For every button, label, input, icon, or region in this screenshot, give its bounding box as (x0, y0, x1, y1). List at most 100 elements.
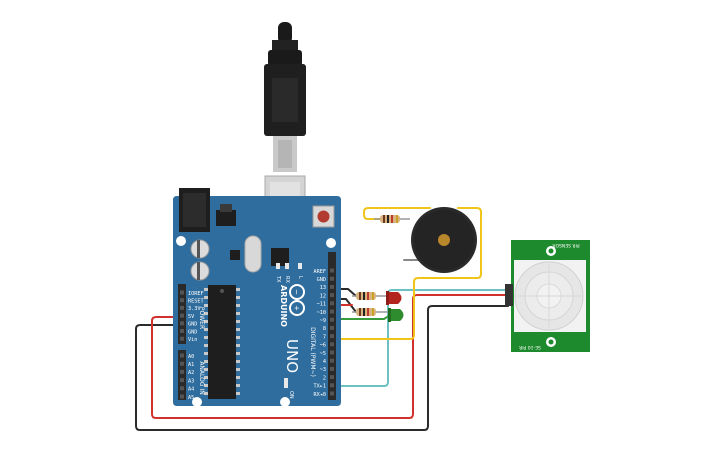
pin-label: 8 (323, 326, 326, 332)
wire-yellow-buzzer (331, 207, 482, 340)
led-red (380, 291, 402, 305)
digital-label: DIGITAL (PWM~) (309, 327, 316, 377)
rx-label: RX (284, 276, 290, 283)
header-pin (180, 394, 184, 399)
tx-label: TX (275, 275, 281, 283)
pin-label: 13 (320, 285, 326, 291)
header-pin (180, 336, 184, 341)
pin-label: GND (188, 329, 197, 335)
wire-black-gnd (135, 305, 509, 431)
pin-label: ~9 (320, 318, 326, 324)
header-pin (330, 301, 334, 306)
resistor-buzzer (374, 215, 410, 223)
piezo-buzzer (411, 207, 477, 273)
pin-label: 7 (323, 334, 326, 340)
digital-pin-labels: AREF GND 13 12 ~11 ~10 ~9 8 7 ~6 ~5 4 ~3 2TX▸1RX◂0 (314, 268, 334, 398)
header-pin (180, 369, 184, 374)
pir-top-label: PIR SENSOR (552, 242, 579, 248)
atmega-chip (208, 285, 236, 399)
header-pin (180, 386, 184, 391)
pir-connector (505, 284, 513, 306)
header-pin (180, 353, 184, 358)
pin-label: GND (188, 322, 197, 328)
pin-label: AREF (314, 269, 327, 275)
resistor-red-led (352, 292, 380, 300)
pin-label: TX▸1 (314, 384, 327, 390)
usb-cable (264, 22, 306, 223)
header-pin (330, 375, 334, 380)
pin-label: A2 (188, 370, 194, 376)
header-pin (180, 329, 184, 333)
header-pin (330, 383, 334, 388)
header-pin (330, 334, 334, 339)
mount-hole (326, 238, 336, 248)
resistor-green-led (352, 308, 380, 316)
model-label: UNO (283, 339, 301, 373)
header-pin (330, 309, 334, 314)
pin-label: 2 (323, 375, 326, 381)
mount-hole (192, 397, 202, 407)
mount-hole (176, 236, 186, 246)
pin-label: ~5 (320, 351, 326, 357)
header-pin (180, 313, 184, 318)
pir-sensor: PIR SENSOR SE-10 PIR (505, 240, 590, 352)
mount-hole (280, 397, 290, 407)
pin-label: A0 (188, 354, 194, 360)
header-pin (330, 268, 334, 273)
brand-label: ARDUINO (279, 285, 288, 327)
pin-label: A5 (188, 395, 194, 401)
analog-label: ANALOG IN (198, 361, 205, 394)
on-label: ON (288, 391, 294, 399)
led-green (380, 308, 404, 322)
pin-label: Vin (188, 337, 197, 343)
pin-label: 3.3V (188, 306, 201, 312)
pin-label: 4 (323, 359, 326, 365)
analog-header (178, 350, 186, 400)
svg-text:−: − (293, 289, 301, 295)
pin-label: ~6 (320, 343, 326, 349)
wire-yellow-resistor (363, 207, 431, 220)
header-pin (180, 305, 184, 310)
buzzer-center (438, 234, 450, 246)
header-pin (330, 284, 334, 289)
voltage-regulator (216, 210, 236, 226)
pin-label: RESET (188, 299, 204, 305)
header-pin (180, 290, 184, 295)
pin-label: 5V (188, 314, 194, 320)
header-pin (180, 298, 184, 303)
header-pin (330, 317, 334, 322)
pin-label: A1 (188, 362, 194, 368)
pin-label: ~10 (317, 310, 326, 316)
header-pin (330, 366, 334, 371)
chip-pins (204, 288, 240, 395)
pin-label: RX◂0 (314, 392, 327, 398)
pin-label: IOREF (188, 291, 204, 297)
l-label: L (297, 276, 303, 279)
header-pin (330, 342, 334, 347)
arduino-logo-icon: − + (289, 284, 305, 316)
svg-text:+: + (293, 305, 301, 311)
pin-label: A3 (188, 378, 194, 384)
pin-label: ~3 (320, 367, 326, 373)
header-pin (180, 321, 184, 326)
pin-label: A4 (188, 387, 194, 393)
header-pin (330, 350, 334, 355)
crystal (244, 235, 262, 273)
pin-label: GND (317, 277, 326, 283)
header-pin (330, 293, 334, 298)
pin-label: ~11 (317, 302, 326, 308)
header-pin (330, 276, 334, 281)
wires (135, 207, 509, 431)
pir-bottom-label: SE-10 PIR (519, 344, 541, 350)
power-label: POWER (198, 307, 205, 329)
header-pin (330, 325, 334, 330)
pin-label: 12 (320, 293, 326, 299)
header-pin (180, 378, 184, 383)
header-pin (180, 361, 184, 366)
header-pin (330, 358, 334, 363)
header-pin (330, 391, 334, 396)
